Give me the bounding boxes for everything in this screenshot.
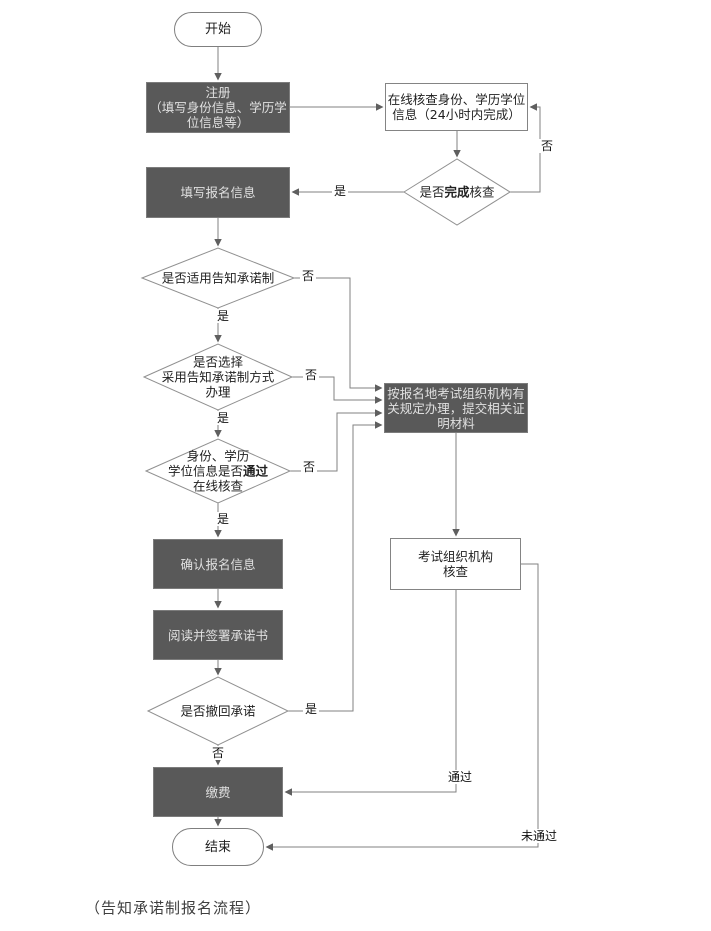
decision-pass-online-text: 身份、学历 学位信息是否通过 在线核查 (168, 449, 268, 494)
decision-withdraw-shape (146, 676, 290, 746)
edge-label-check-done-yes: 是 (331, 184, 349, 198)
pass-online-line2-pre: 学位信息是否 (167, 463, 243, 479)
online-check-line1: 在线核查身份、学历学位 (387, 92, 526, 107)
online-check-line2: 信息（24小时内完成） (392, 107, 521, 122)
pass-online-line2-bold: 通过 (243, 463, 269, 479)
by-rules-line2: 关规定办理，提交相关证 (387, 400, 525, 416)
org-check-line2: 核查 (442, 564, 468, 579)
choose-notice-line1: 是否选择 (192, 354, 244, 370)
decision-choose-notice-text: 是否选择 采用告知承诺制方式 办理 (162, 355, 275, 400)
edge-label-org-pass: 通过 (445, 770, 475, 784)
online-check-step: 在线核查身份、学历学位 信息（24小时内完成） (385, 83, 528, 131)
edge-label-apply-yes: 是 (214, 309, 232, 323)
edge-withdraw-byrules-yes (288, 421, 383, 712)
by-rules-step: 按报名地考试组织机构有 关规定办理，提交相关证 明材料 (384, 383, 528, 433)
register-line1: 注册 (205, 85, 231, 100)
by-rules-line3: 明材料 (437, 415, 475, 431)
pass-online-line1: 身份、学历 (186, 448, 250, 464)
end-label: 结束 (204, 839, 231, 855)
edge-label-apply-no: 否 (299, 269, 317, 283)
decision-pass-online-shape (144, 438, 292, 504)
check-done-pre: 是否 (419, 184, 445, 200)
edge-label-org-fail: 未通过 (518, 829, 560, 843)
register-line2: （填写身份信息、学历学 (149, 100, 287, 115)
start-label: 开始 (204, 22, 231, 37)
sign-letter-step: 阅读并签署承诺书 (153, 610, 283, 660)
register-step: 注册 （填写身份信息、学历学 位信息等） (146, 82, 290, 133)
decision-check-done-shape (403, 158, 511, 226)
check-done-post: 核查 (469, 184, 495, 200)
decision-choose-notice-shape (142, 343, 294, 411)
apply-notice-label: 是否适用告知承诺制 (161, 270, 275, 286)
decision-withdraw-text: 是否撤回承诺 (180, 704, 255, 719)
pay-step: 缴费 (153, 767, 283, 817)
org-check-step: 考试组织机构 核查 (390, 538, 521, 590)
by-rules-line1: 按报名地考试组织机构有 (387, 385, 525, 401)
confirm-info-label: 确认报名信息 (180, 556, 256, 572)
start-node: 开始 (174, 12, 262, 47)
sign-letter-label: 阅读并签署承诺书 (167, 627, 268, 643)
edge-label-check-done-no: 否 (538, 139, 556, 153)
withdraw-label: 是否撤回承诺 (180, 703, 256, 719)
edge-orgcheck-pay-pass (284, 590, 457, 796)
pass-online-line3: 在线核查 (192, 478, 243, 494)
decision-check-done-text: 是否完成核查 (419, 185, 494, 200)
org-check-line1: 考试组织机构 (417, 549, 493, 564)
choose-notice-line2: 采用告知承诺制方式 (161, 369, 275, 385)
figure-caption: （告知承诺制报名流程） (85, 899, 262, 917)
edge-label-pass-yes: 是 (214, 512, 232, 526)
edge-label-withdraw-yes: 是 (302, 702, 320, 716)
pass-online-line2: 学位信息是否通过 (168, 464, 268, 479)
edge-orgcheck-end-fail (265, 563, 539, 851)
confirm-info-step: 确认报名信息 (153, 539, 283, 589)
edge-label-choose-yes: 是 (214, 411, 232, 425)
fill-info-label: 填写报名信息 (180, 185, 256, 200)
edge-label-withdraw-no: 否 (209, 746, 227, 760)
fill-info-step: 填写报名信息 (146, 167, 290, 218)
edge-label-choose-no: 否 (302, 368, 320, 382)
choose-notice-line3: 办理 (205, 384, 231, 400)
edge-label-pass-no: 否 (300, 460, 318, 474)
edge-applynotice-byrules-no (294, 277, 383, 392)
end-node: 结束 (172, 828, 264, 866)
register-line3: 位信息等） (186, 115, 250, 130)
pay-label: 缴费 (205, 784, 231, 800)
check-done-bold: 完成 (444, 184, 470, 200)
decision-apply-notice-shape (140, 247, 296, 309)
decision-apply-notice-text: 是否适用告知承诺制 (162, 271, 275, 286)
